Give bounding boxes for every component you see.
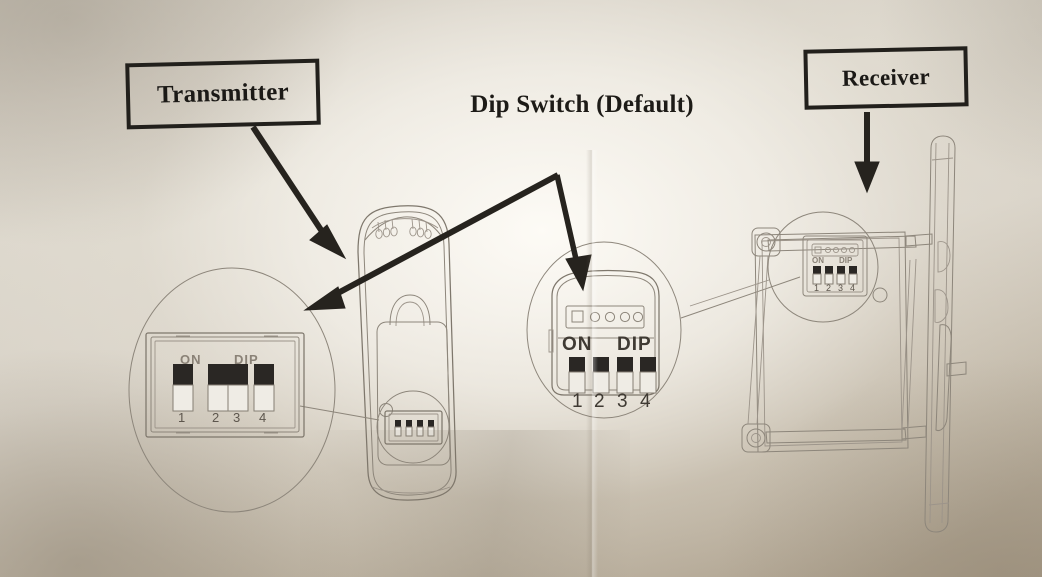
page-title: Dip Switch (Default) [470,91,694,118]
receiver-side-profile [901,135,967,533]
transmitter-dip-switch-callout [299,390,450,464]
receiver-mini-switches [812,266,858,285]
transmitter-label-box: Transmitter [125,58,321,130]
transmitter-top-buttons [371,218,439,239]
middle-switch-number-1: 1 [572,391,583,412]
receiver-screw-bottom-left [741,423,771,453]
middle-switch-number-4: 4 [640,391,651,412]
left-dip-label: DIP [234,352,259,367]
left-switch-number-3: 3 [233,410,241,425]
right-switch-number-3: 3 [838,283,844,293]
left-magnifier-switches [172,364,275,412]
receiver-label-text: Receiver [841,64,931,91]
left-switch-number-2: 2 [212,410,220,425]
transmitter-mini-switches [394,420,435,437]
left-magnifier [128,267,336,513]
right-switch-number-2: 2 [826,283,832,293]
receiver-screw-top-left [751,227,781,257]
left-switch-number-4: 4 [259,410,267,425]
receiver-dip-switch-callout [689,211,879,323]
arrow-transmitter [250,125,347,260]
arrow-dip-switch-to-middle [554,174,592,292]
middle-on-label: ON [562,334,593,355]
middle-switch-number-3: 3 [617,391,628,412]
middle-magnifier-switches [568,357,657,394]
left-on-label: ON [180,352,202,367]
receiver-device [741,135,967,533]
middle-dip-label: DIP [617,334,652,355]
right-switch-number-4: 4 [850,283,856,293]
middle-switch-number-2: 2 [594,391,605,412]
right-on-label: ON [812,256,824,265]
right-switch-number-1: 1 [814,283,820,293]
receiver-label-box: Receiver [803,46,969,110]
receiver-mini-indicators [814,246,856,254]
middle-magnifier-indicators [565,305,645,329]
arrow-dip-switch-to-left [303,172,560,311]
transmitter-device [357,205,457,501]
left-switch-number-1: 1 [178,410,186,425]
transmitter-label-text: Transmitter [156,78,290,109]
right-dip-label: DIP [839,256,853,265]
arrow-receiver [854,112,880,194]
